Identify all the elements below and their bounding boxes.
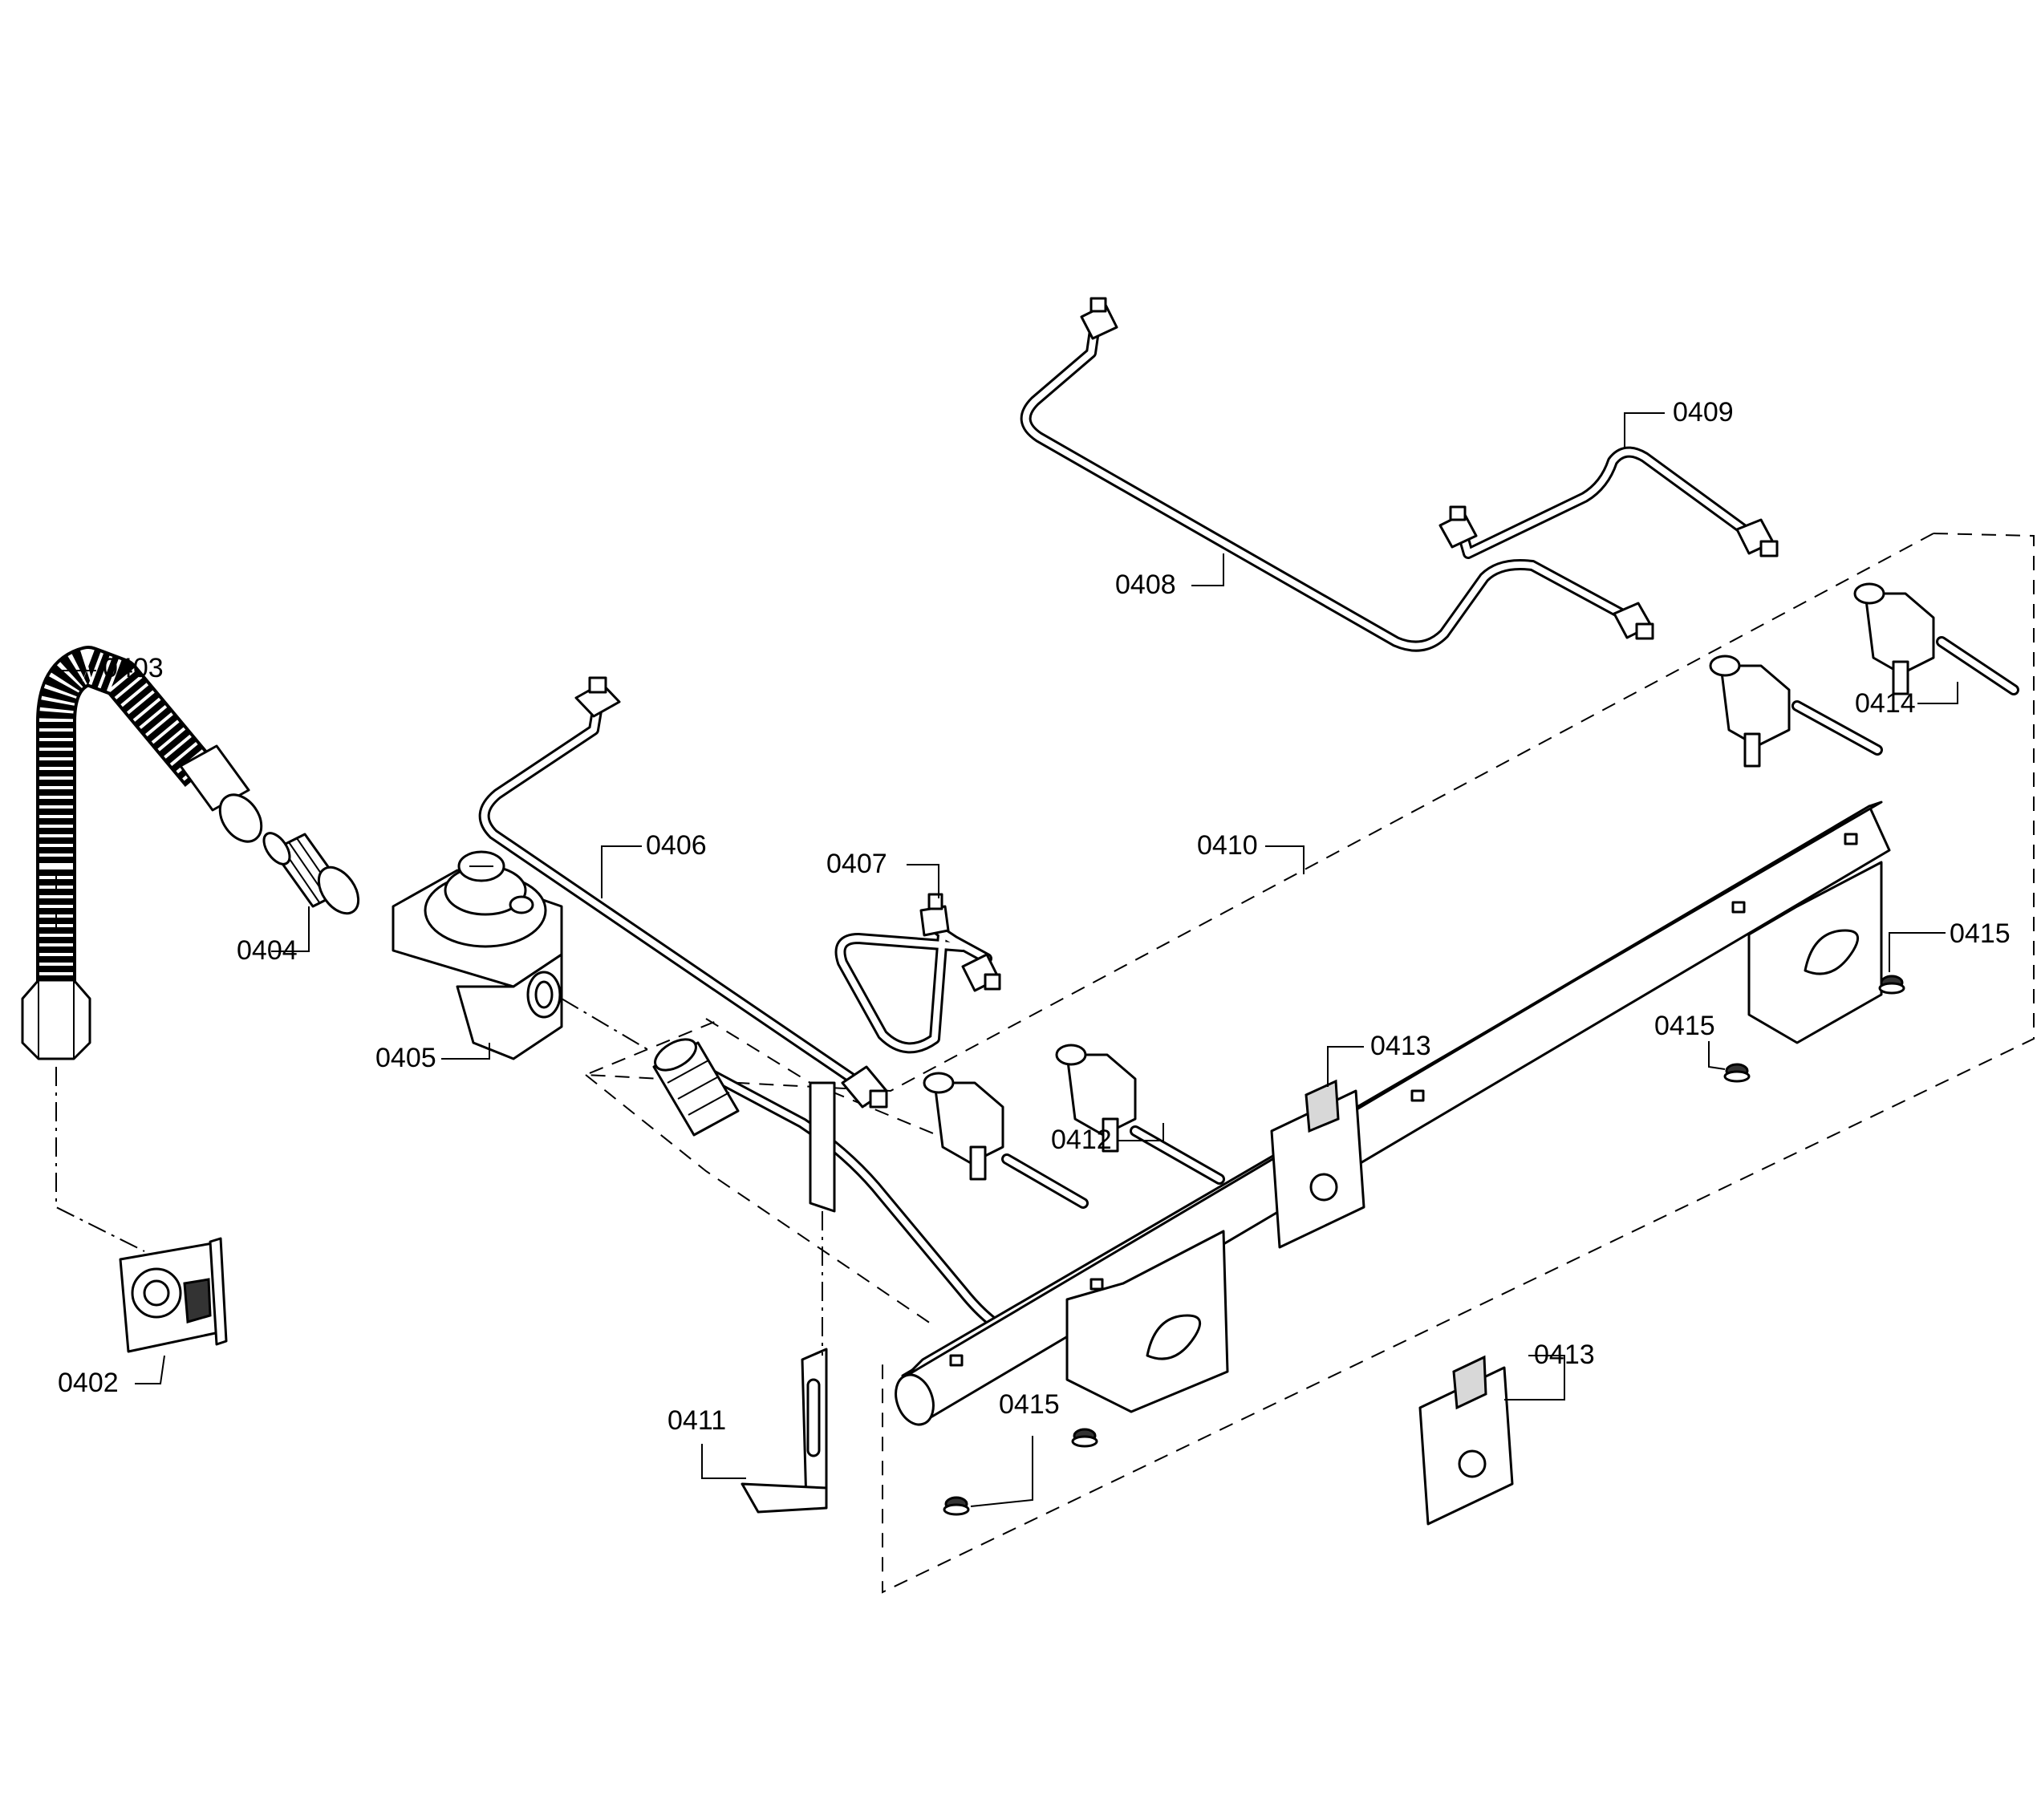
assembly-boundary-lines — [585, 533, 2035, 1594]
part-0402-inlet-fitting — [119, 1237, 228, 1353]
callout-0414: 0414 — [1855, 688, 1916, 719]
part-0415-screws — [943, 975, 1905, 1516]
callout-0409: 0409 — [1673, 397, 1734, 428]
part-0406-manifold-tube — [478, 676, 888, 1109]
callout-labels: 0403 0402 0404 0405 0406 0407 0408 0409 … — [58, 397, 2011, 1436]
callout-0404: 0404 — [237, 935, 298, 966]
callout-0413-upper: 0413 — [1370, 1031, 1431, 1061]
part-0414-valves — [1709, 582, 2019, 768]
callout-0406: 0406 — [646, 830, 707, 861]
callout-0413-lower: 0413 — [1534, 1340, 1595, 1370]
callout-0410: 0410 — [1197, 830, 1258, 861]
part-0410-manifold-rail — [895, 801, 1891, 1426]
callout-0411: 0411 — [667, 1405, 726, 1436]
part-0404-adapter-nipple — [262, 832, 360, 915]
callout-0407: 0407 — [826, 849, 887, 879]
callout-0402: 0402 — [58, 1368, 119, 1398]
part-0409-tube — [1438, 446, 1779, 559]
callout-0405: 0405 — [375, 1043, 436, 1073]
callout-0415-right: 0415 — [1950, 918, 2011, 949]
leader-lines — [56, 412, 1958, 1507]
part-0413-igniter-modules — [1270, 1079, 1514, 1526]
callout-0415-front: 0415 — [999, 1389, 1060, 1420]
part-0403-flex-gas-line — [21, 646, 263, 1252]
callout-0412: 0412 — [1051, 1125, 1112, 1155]
part-0407-loop-tube — [834, 893, 1001, 1054]
part-0412-valves — [923, 1044, 1225, 1209]
callout-0408: 0408 — [1115, 570, 1176, 600]
part-0408-long-tube — [1020, 297, 1654, 652]
part-0405-pressure-regulator — [392, 850, 651, 1060]
callout-0403: 0403 — [103, 653, 164, 683]
callout-0415-middle: 0415 — [1654, 1011, 1715, 1041]
